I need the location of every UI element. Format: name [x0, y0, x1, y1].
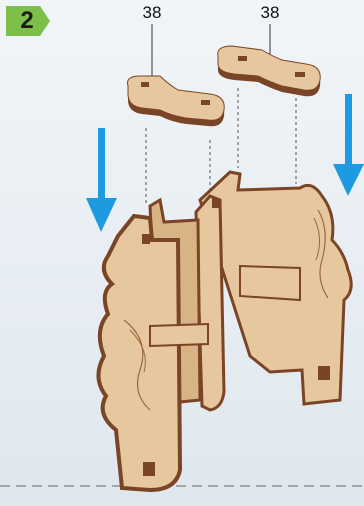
- part-38-left: [128, 76, 225, 126]
- down-arrow-icon-left: [86, 128, 117, 232]
- part-38-right: [218, 46, 320, 96]
- down-arrow-icon-right: [333, 94, 364, 196]
- main-assembly: [98, 172, 351, 490]
- slot-back: [318, 366, 330, 380]
- slot-front: [143, 462, 155, 476]
